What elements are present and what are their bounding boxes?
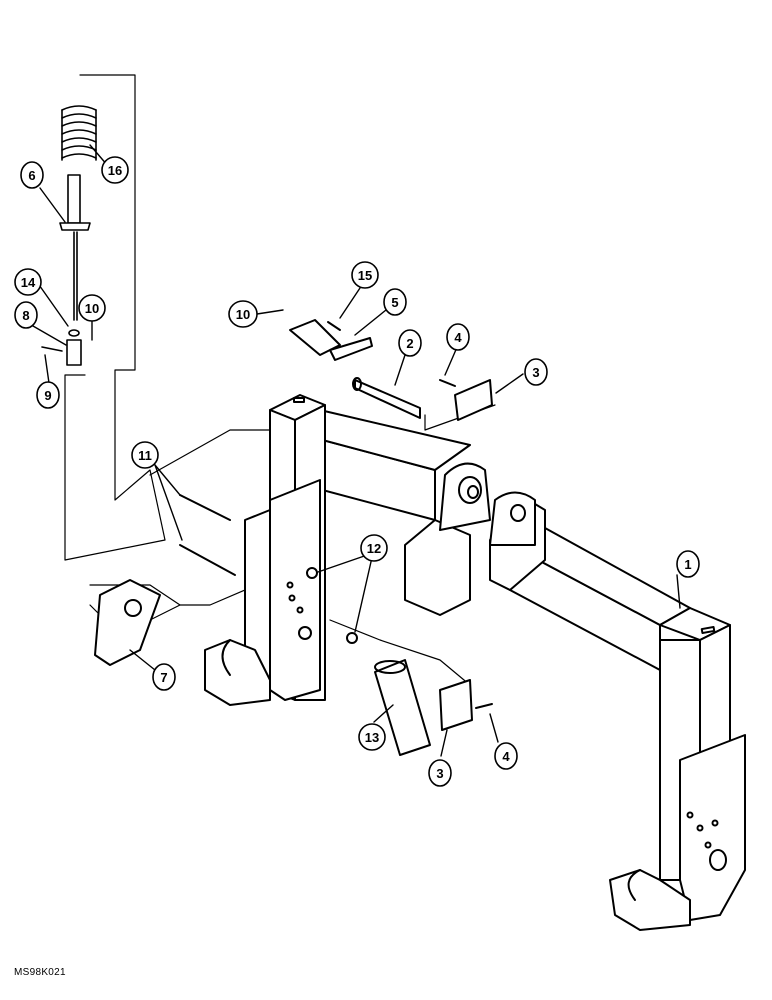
callout-2: 2 bbox=[398, 329, 422, 357]
callout-3-bottom: 3 bbox=[428, 759, 452, 787]
spring bbox=[61, 105, 97, 161]
callout-9: 9 bbox=[36, 381, 60, 409]
callout-5: 5 bbox=[383, 288, 407, 316]
callout-16: 16 bbox=[101, 156, 129, 184]
svg-text:16: 16 bbox=[108, 163, 122, 178]
svg-text:10: 10 bbox=[236, 307, 250, 322]
svg-text:3: 3 bbox=[532, 365, 539, 380]
svg-text:8: 8 bbox=[22, 308, 29, 323]
svg-text:10: 10 bbox=[85, 301, 99, 316]
svg-text:6: 6 bbox=[28, 168, 35, 183]
svg-text:9: 9 bbox=[44, 388, 51, 403]
callout-4-bottom: 4 bbox=[494, 742, 518, 770]
callout-8: 8 bbox=[14, 301, 38, 329]
svg-text:4: 4 bbox=[502, 749, 510, 764]
handle bbox=[94, 579, 161, 666]
callout-10-top: 10 bbox=[228, 300, 258, 328]
svg-text:5: 5 bbox=[391, 295, 398, 310]
callout-11: 11 bbox=[131, 441, 159, 469]
callout-10-left: 10 bbox=[78, 294, 106, 322]
svg-text:14: 14 bbox=[21, 275, 36, 290]
svg-text:1: 1 bbox=[684, 557, 691, 572]
callout-6: 6 bbox=[20, 161, 44, 189]
figure-code: MS98K021 bbox=[14, 967, 66, 978]
latch-rod bbox=[41, 174, 91, 366]
pins-and-plates bbox=[179, 319, 493, 756]
callout-12: 12 bbox=[360, 534, 388, 562]
svg-text:7: 7 bbox=[160, 670, 167, 685]
svg-text:3: 3 bbox=[436, 766, 443, 781]
callout-7: 7 bbox=[152, 663, 176, 691]
svg-text:13: 13 bbox=[365, 730, 379, 745]
callouts: 1 2 3 3 4 4 5 6 7 8 9 10 10 11 12 13 14 … bbox=[14, 156, 700, 787]
callout-14: 14 bbox=[14, 268, 42, 296]
callout-leaders bbox=[32, 144, 681, 757]
callout-13: 13 bbox=[358, 723, 386, 751]
callout-1: 1 bbox=[676, 550, 700, 578]
main-frame bbox=[204, 394, 746, 931]
svg-text:4: 4 bbox=[454, 330, 462, 345]
svg-text:12: 12 bbox=[367, 541, 381, 556]
svg-text:2: 2 bbox=[406, 336, 413, 351]
callout-3-top: 3 bbox=[524, 358, 548, 386]
svg-text:11: 11 bbox=[138, 448, 152, 463]
callout-4-top: 4 bbox=[446, 323, 470, 351]
svg-text:15: 15 bbox=[358, 268, 372, 283]
callout-15: 15 bbox=[351, 261, 379, 289]
